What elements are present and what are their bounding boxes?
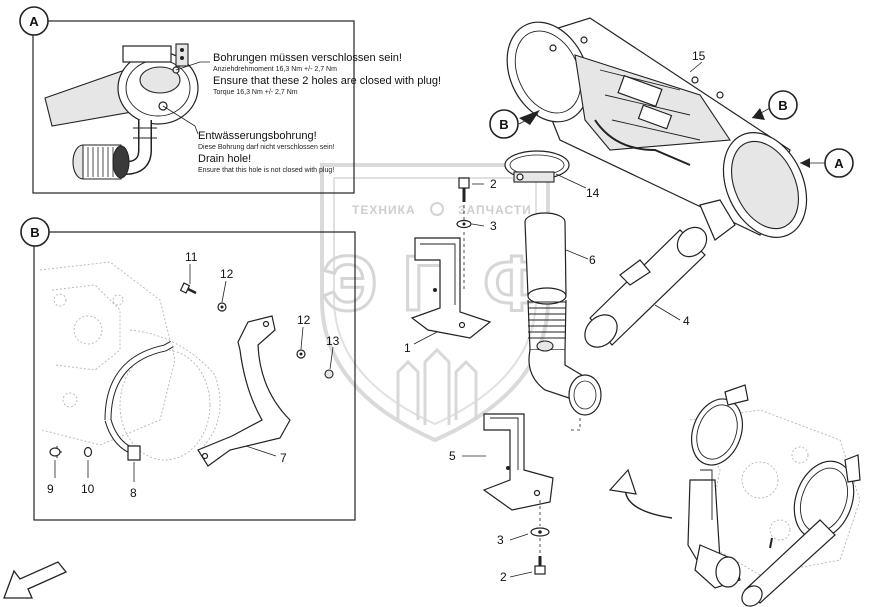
- label-10: 10: [81, 482, 95, 496]
- label-2-bottom: 2: [500, 570, 507, 584]
- note-plug-title-de: Bohrungen müssen verschlossen sein!: [213, 52, 402, 64]
- hose-6: [524, 212, 602, 416]
- wheat-icon: [396, 347, 478, 425]
- note-plug-torque-en: Torque 16,3 Nm +/- 2,7 Nm: [213, 89, 298, 96]
- detail-a-frame: [32, 20, 355, 194]
- housing-detail-drawing: [44, 43, 199, 180]
- label-12-lower: 12: [297, 313, 311, 327]
- main-exploded-view: 15 2 14 3 6 4 1 5 3 2 B B A: [404, 17, 854, 584]
- note-drain-title-en: Drain hole!: [198, 153, 251, 165]
- ghost-engine-drawing: [39, 261, 221, 461]
- watermark: ТЕХНИКА ЗАПЧАСТИ ЭПФ: [320, 163, 552, 443]
- label-13: 13: [326, 334, 340, 348]
- callout-a-right-label: A: [834, 156, 844, 171]
- detail-a-badge-label: A: [29, 14, 39, 29]
- label-7: 7: [280, 451, 287, 465]
- detail-b-panel: B: [20, 217, 356, 521]
- detail-b-badge: [20, 217, 50, 247]
- watermark-shield: [320, 163, 550, 443]
- label-2-top: 2: [490, 177, 497, 191]
- label-4: 4: [683, 314, 690, 328]
- label-3-bottom: 3: [497, 533, 504, 547]
- bracket-7-drawing: [197, 315, 291, 467]
- detail-b-badge-label: B: [30, 225, 39, 240]
- gear-icon: [430, 202, 444, 216]
- detail-a-badge: [19, 6, 49, 36]
- label-8: 8: [130, 486, 137, 500]
- note-plug-title-en: Ensure that these 2 holes are closed wit…: [213, 75, 441, 87]
- detail-a-panel: A Bohrungen müssen verschlossen sein! An: [19, 6, 441, 194]
- callout-a-right: [824, 148, 854, 178]
- callout-b-left-label: B: [499, 117, 508, 132]
- note-drain-text-de: Diese Bohrung darf nicht verschlossen se…: [198, 144, 335, 151]
- air-cleaner-housing-15: [506, 17, 808, 241]
- note-plug-torque-de: Anziehdrehmoment 16,3 Nm +/- 2,7 Nm: [213, 66, 337, 73]
- watermark-text-left: ТЕХНИКА: [352, 203, 416, 217]
- pipe-4: [584, 226, 708, 348]
- watermark-text-right: ЗАПЧАСТИ: [458, 203, 532, 217]
- callout-b-left: [489, 109, 519, 139]
- arrow-down-left-icon: [3, 561, 68, 599]
- note-drain-text-en: Ensure that this hole is not closed with…: [198, 167, 334, 174]
- label-14: 14: [586, 186, 600, 200]
- label-5: 5: [449, 449, 456, 463]
- label-3-top: 3: [490, 219, 497, 233]
- detail-b-frame: [33, 231, 356, 521]
- bracket-5: [482, 413, 554, 511]
- installed-view-inset: [687, 384, 861, 607]
- label-12-upper: 12: [220, 267, 234, 281]
- callout-b-right: [768, 90, 798, 120]
- label-11: 11: [185, 250, 198, 264]
- note-drain-title-de: Entwässerungsbohrung!: [198, 130, 317, 142]
- label-9: 9: [47, 482, 54, 496]
- label-15: 15: [692, 49, 706, 63]
- label-1: 1: [404, 341, 411, 355]
- label-6: 6: [589, 253, 596, 267]
- clamp-14: [504, 150, 570, 183]
- callout-b-right-label: B: [778, 98, 787, 113]
- bracket-1: [410, 237, 492, 339]
